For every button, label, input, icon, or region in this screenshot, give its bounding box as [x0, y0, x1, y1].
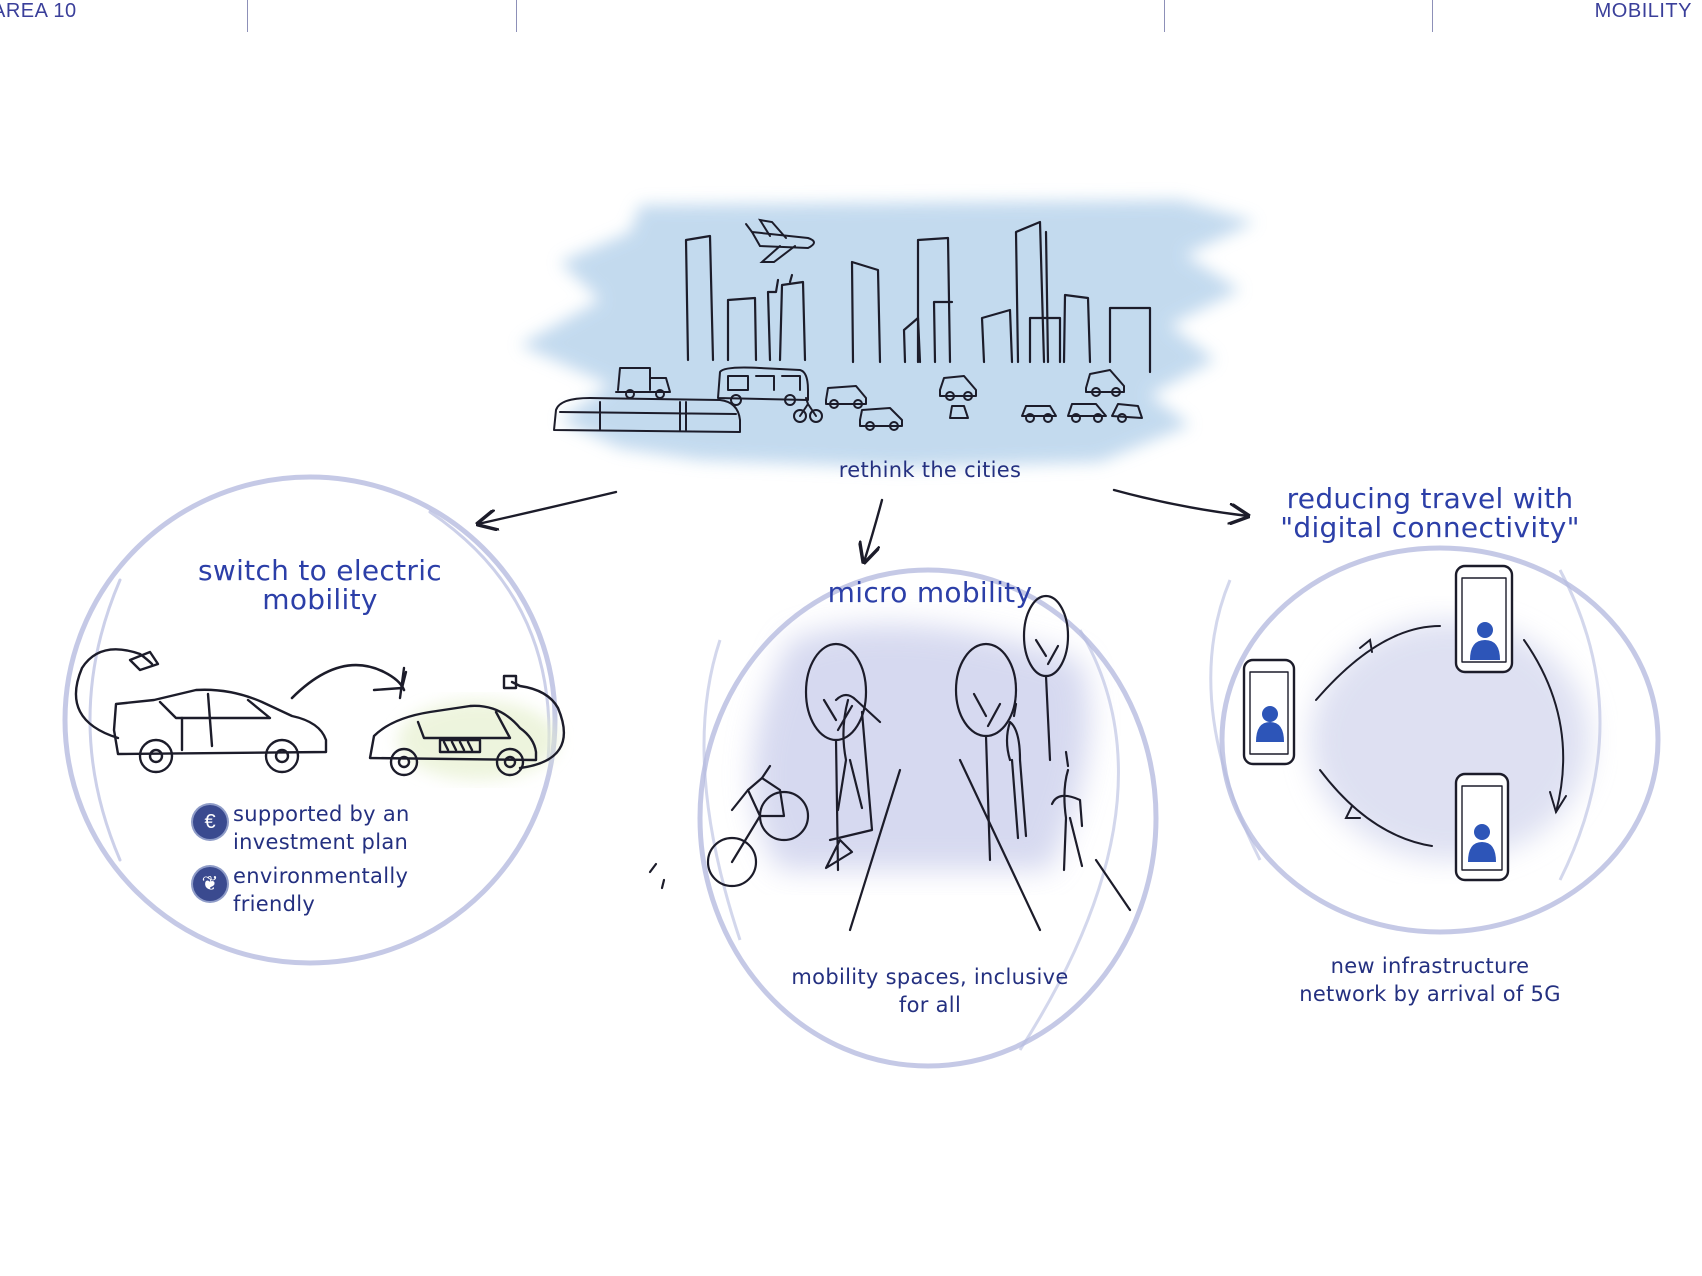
micro-mobility-title: micro mobility: [827, 576, 1033, 609]
electric-title-line1: switch to electric: [198, 554, 442, 587]
digital-caption-line2: network by arrival of 5G: [1299, 982, 1561, 1006]
rethink-cities-caption: rethink the cities: [838, 458, 1022, 482]
digital-caption: new infrastructure network by arrival of…: [1250, 952, 1610, 1008]
page-header: AREA 10 MOBILITY: [0, 0, 1702, 34]
city-skyline: [684, 220, 1152, 374]
header-divider: [1164, 0, 1165, 32]
city-vehicles: [553, 366, 1143, 433]
section-label: AREA 10: [0, 0, 77, 22]
leaf-icon: ❦: [193, 867, 227, 901]
digital-connectivity-title: reducing travel with "digital connectivi…: [1250, 484, 1610, 542]
digital-title-line2: "digital connectivity": [1280, 511, 1580, 544]
city-watercolor-wash: [520, 200, 1255, 468]
flow-arrows: [478, 488, 1248, 562]
electric-mobility-circle: [62, 474, 558, 966]
bullet-2-line2: friendly: [233, 892, 316, 916]
electric-mobility-title: switch to electric mobility: [160, 556, 480, 614]
micro-mobility-caption: mobility spaces, inclusive for all: [760, 963, 1100, 1019]
header-divider: [516, 0, 517, 32]
digital-caption-line1: new infrastructure: [1330, 954, 1530, 978]
bullet-2-line1: environmentally: [233, 864, 409, 888]
environment-text: environmentally friendly: [233, 862, 408, 918]
digital-title-line1: reducing travel with: [1286, 482, 1574, 515]
connectivity-cycle-arrows: [1315, 625, 1567, 847]
micro-caption-line1: mobility spaces, inclusive: [791, 965, 1069, 989]
bullet-1-line1: supported by an: [233, 802, 410, 826]
header-divider: [247, 0, 248, 32]
micro-caption-line2: for all: [898, 993, 962, 1017]
euro-icon: €: [193, 805, 227, 839]
digital-connectivity-circle: [1209, 545, 1661, 935]
header-divider: [1432, 0, 1433, 32]
electric-cars-sketch: [74, 648, 566, 780]
micro-mobility-sketch: [648, 594, 1132, 932]
bullet-1-line2: investment plan: [233, 830, 409, 854]
topic-label: MOBILITY: [1594, 0, 1692, 22]
airplane-icon: [745, 218, 815, 263]
investment-plan-text: supported by an investment plan: [233, 800, 410, 856]
electric-title-line2: mobility: [262, 583, 378, 616]
smartphones: [1242, 564, 1514, 882]
